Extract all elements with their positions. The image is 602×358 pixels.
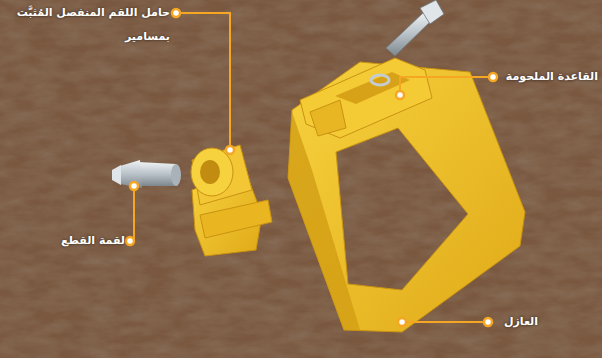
welded-base-lug [310,100,346,136]
cutting-bit [112,160,181,188]
leader-lines [130,13,493,322]
part-label: حامل اللقم المنفصل المُثبَّت بمسامير [5,1,170,49]
part-label: القاعدة الملحومة [488,65,598,89]
part-label: لقمة القطع [35,229,125,253]
isolator-shade [288,112,360,330]
welded-base-slot [335,72,410,104]
washer [371,75,389,85]
bolt [386,0,444,56]
part-label: العازل [478,310,538,334]
welded-base [300,58,432,138]
leader-dots [126,9,497,326]
bit-holder [191,145,272,256]
